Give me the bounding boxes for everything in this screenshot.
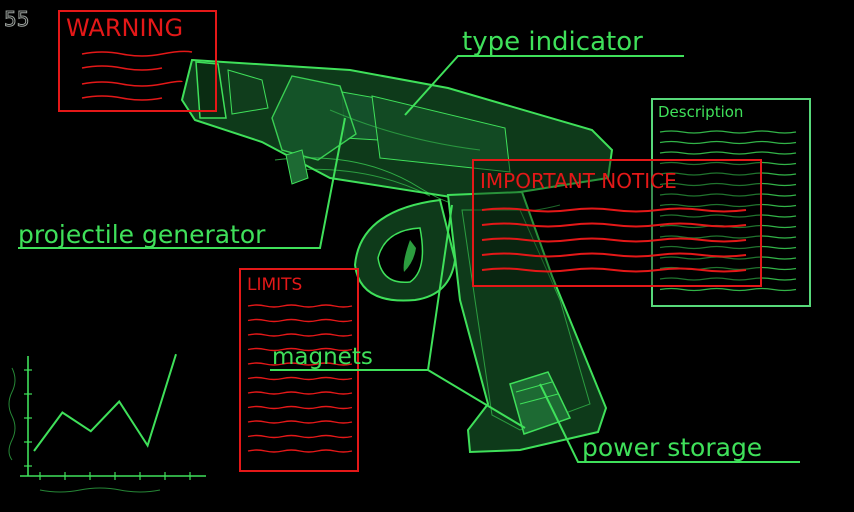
limits-title: LIMITS <box>247 275 302 295</box>
warning-title: WARNING <box>66 14 183 42</box>
projectile-generator-label: projectile generator <box>18 220 266 249</box>
type-indicator-label: type indicator <box>462 27 643 57</box>
important-notice-box: IMPORTANT NOTICE <box>473 160 761 286</box>
description-title: Description <box>658 103 743 121</box>
artist-signature: 55 <box>4 7 29 31</box>
magnets-label: magnets <box>272 344 373 370</box>
important-notice-title: IMPORTANT NOTICE <box>480 169 677 193</box>
power-storage-label: power storage <box>582 433 762 462</box>
